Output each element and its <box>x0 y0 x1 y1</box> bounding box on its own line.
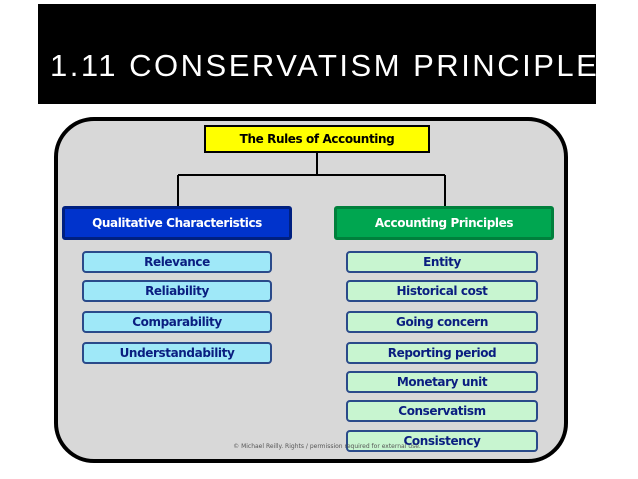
left-item: Relevance <box>82 251 272 273</box>
title-bar: 1.11 CONSERVATISM PRINCIPLE <box>38 4 600 104</box>
right-item: Entity <box>346 251 538 273</box>
right-item: Consistency <box>346 430 538 452</box>
left-item: Comparability <box>82 311 272 333</box>
left-item: Understandability <box>82 342 272 364</box>
right-item: Historical cost <box>346 280 538 302</box>
right-item: Going concern <box>346 311 538 333</box>
slide-title: 1.11 CONSERVATISM PRINCIPLE <box>50 48 600 83</box>
left-item: Reliability <box>82 280 272 302</box>
right-item: Conservatism <box>346 400 538 422</box>
qualitative-characteristics-heading: Qualitative Characteristics <box>62 206 292 240</box>
accounting-principles-heading: Accounting Principles <box>334 206 554 240</box>
copyright-note: © Michael Reilly. Rights / permission re… <box>233 443 421 450</box>
right-item: Reporting period <box>346 342 538 364</box>
root-node: The Rules of Accounting <box>204 125 430 153</box>
right-item: Monetary unit <box>346 371 538 393</box>
